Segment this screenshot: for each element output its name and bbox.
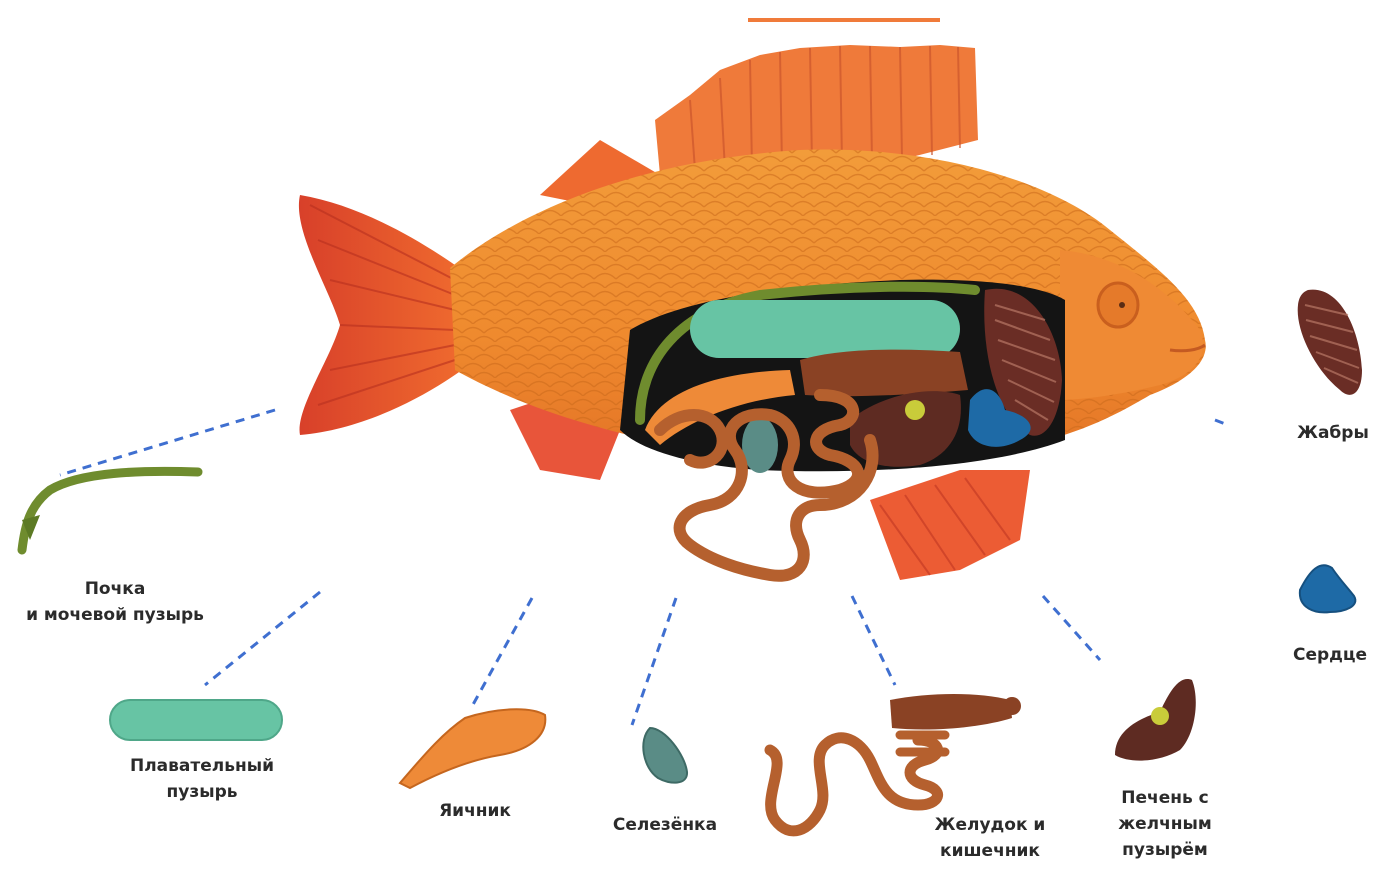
label-kidney: Почка и мочевой пузырь (5, 576, 225, 628)
liver-piece (1115, 679, 1196, 761)
fish-model (299, 18, 1206, 580)
label-swim-bladder: Плавательный пузырь (102, 753, 302, 805)
label-swim-bladder-line2: пузырь (102, 779, 302, 805)
kidney-piece (22, 471, 198, 550)
label-gills-line1: Жабры (1288, 420, 1378, 446)
label-ovary-line1: Яичник (410, 798, 540, 824)
label-swim-bladder-line1: Плавательный (102, 753, 302, 779)
tail-fin (299, 195, 462, 435)
label-kidney-line2: и мочевой пузырь (5, 602, 225, 628)
label-ovary: Яичник (410, 798, 540, 824)
label-liver-line3: пузырём (1095, 837, 1235, 863)
label-kidney-line1: Почка (5, 576, 225, 602)
label-stomach-intestine: Желудок и кишечник (920, 812, 1060, 864)
label-liver-line2: желчным (1095, 811, 1235, 837)
label-gills: Жабры (1288, 420, 1378, 446)
leader-lines (60, 410, 1228, 725)
label-heart-line1: Сердце (1280, 642, 1380, 668)
label-stomach-line1: Желудок и (920, 812, 1060, 838)
label-liver-line1: Печень с (1095, 785, 1235, 811)
fish-eye (1098, 283, 1138, 327)
label-heart: Сердце (1280, 642, 1380, 668)
label-stomach-line2: кишечник (920, 838, 1060, 864)
gills-piece (1298, 290, 1362, 395)
spleen-piece (643, 728, 687, 783)
fish-swim-bladder (690, 300, 960, 358)
swim-bladder-piece (110, 700, 282, 740)
dorsal-fin-tip (748, 18, 940, 22)
heart-piece (1300, 565, 1356, 612)
label-liver: Печень с желчным пузырём (1095, 785, 1235, 863)
label-spleen-line1: Селезёнка (595, 812, 735, 838)
label-spleen: Селезёнка (595, 812, 735, 838)
ovary-piece (400, 709, 545, 788)
stomach-intestine-piece (770, 694, 1021, 831)
